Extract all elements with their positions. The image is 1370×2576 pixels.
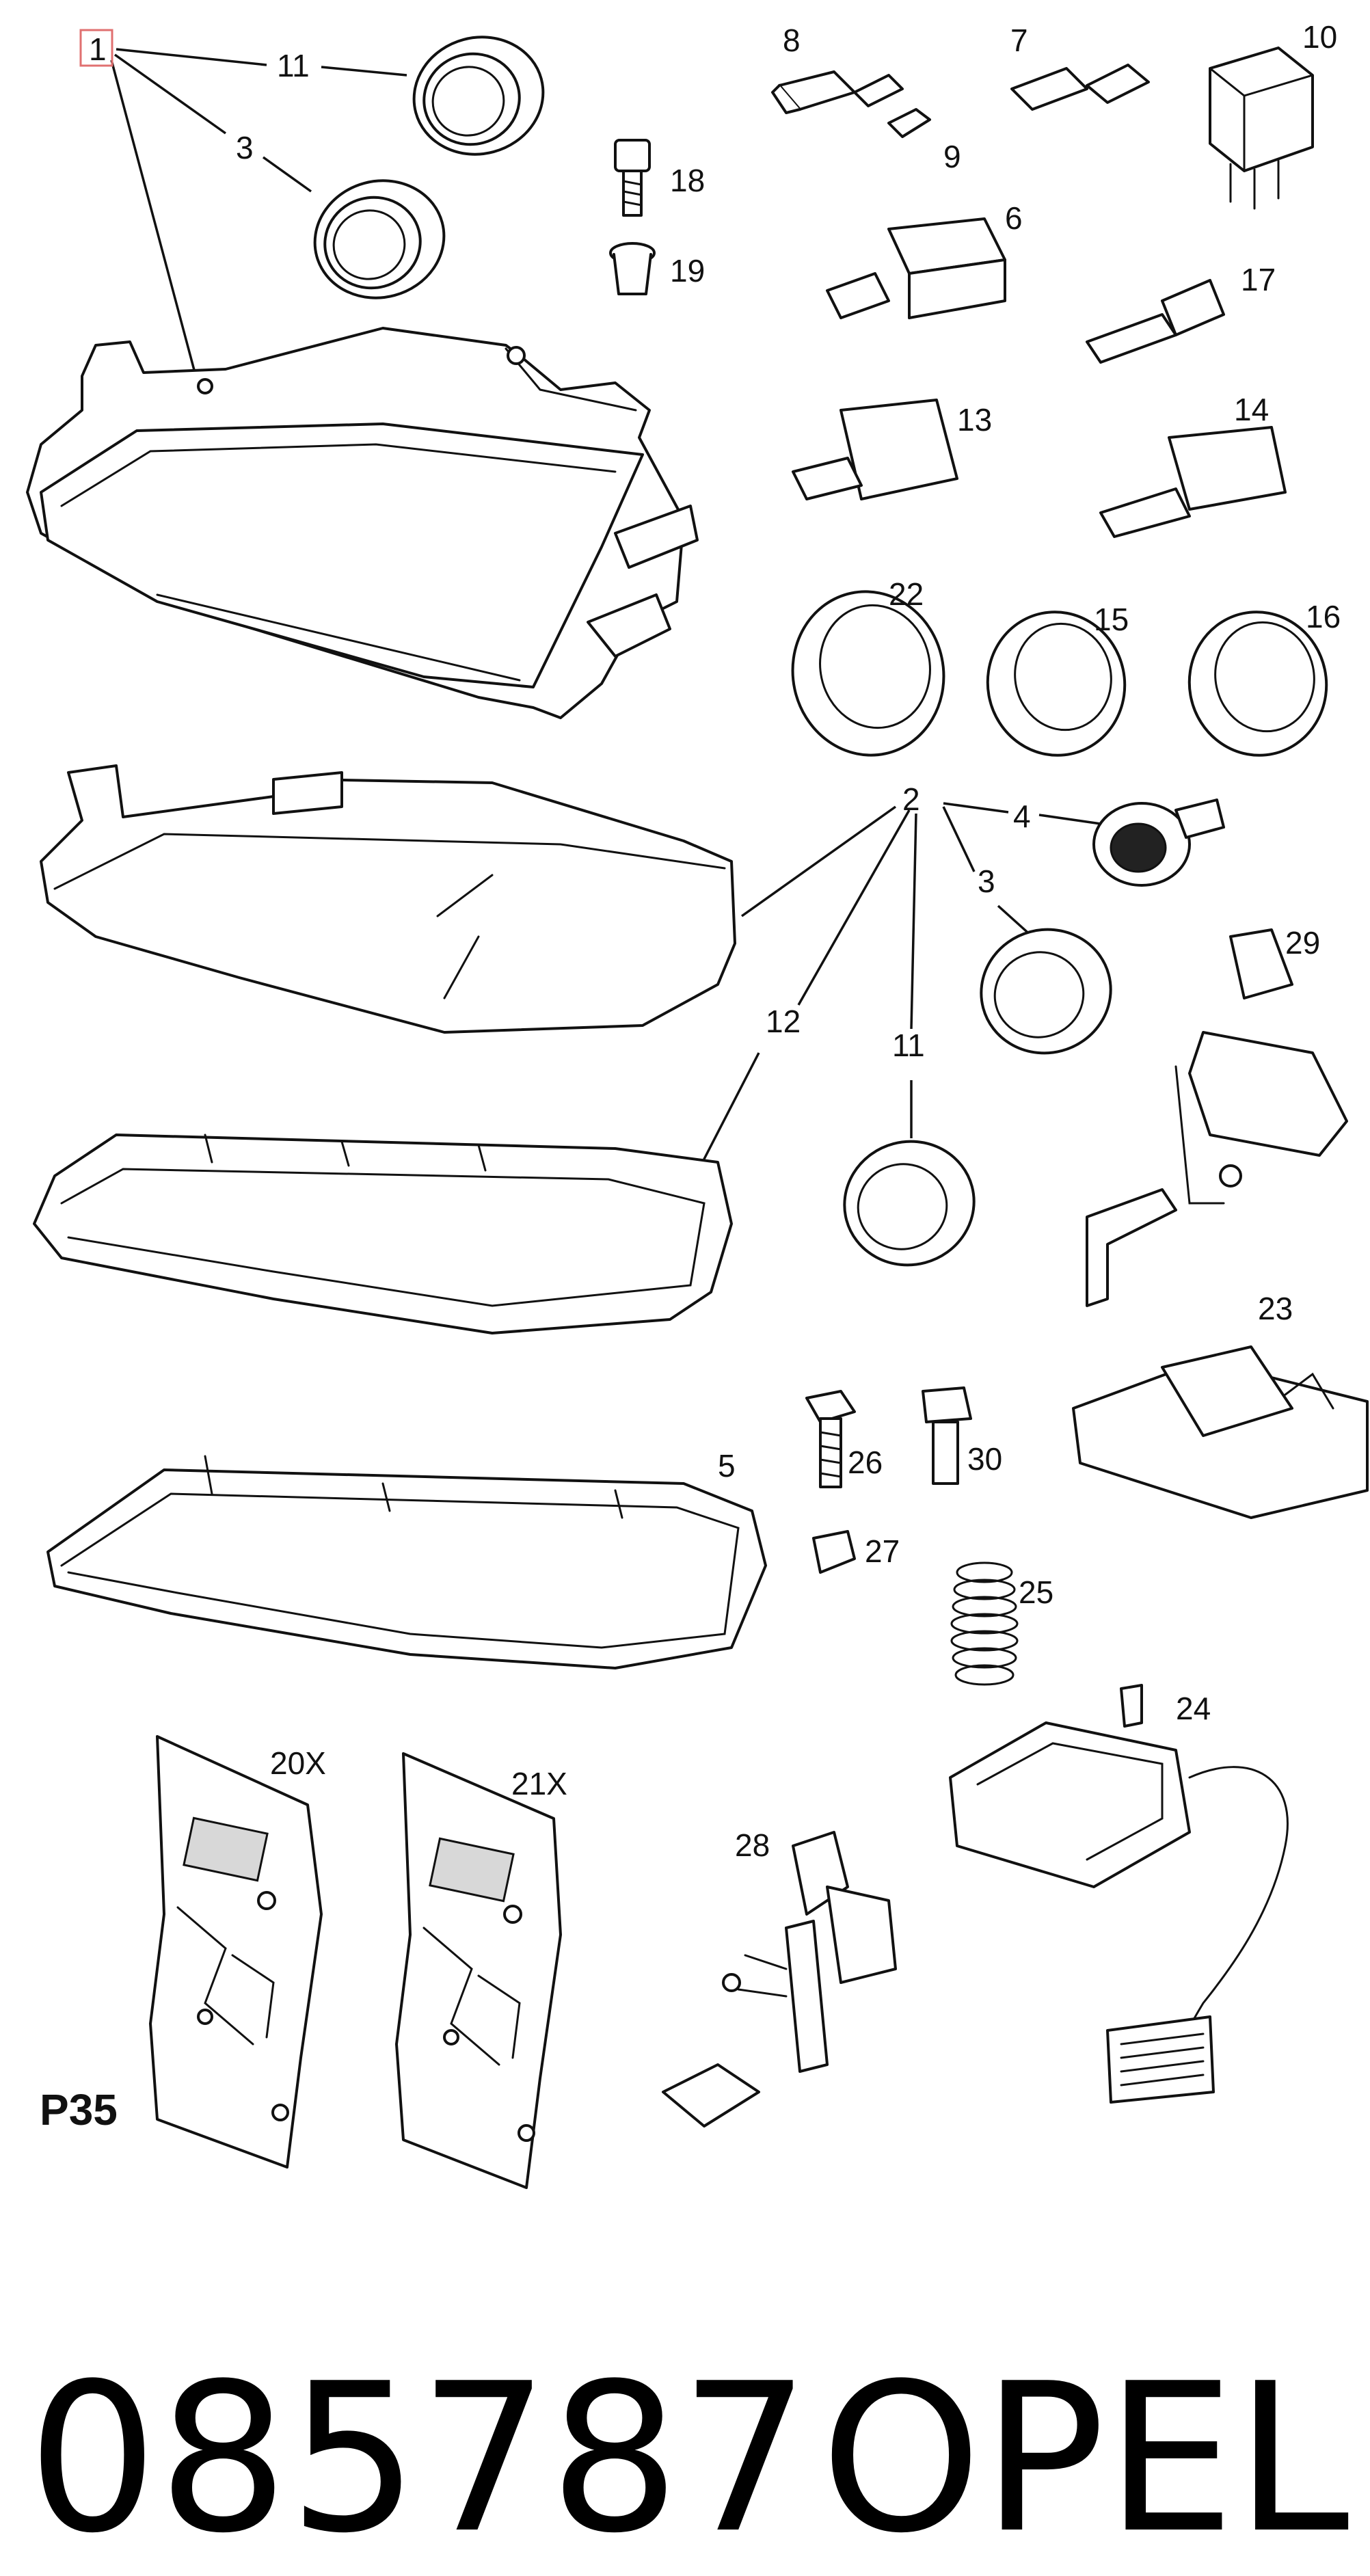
ring-3-top	[313, 179, 446, 299]
callout-19: 19	[670, 253, 705, 289]
callout-2: 2	[902, 781, 920, 817]
callout-16: 16	[1306, 599, 1341, 634]
callout-11-middle: 11	[892, 1028, 925, 1063]
callout-24: 24	[1176, 1691, 1211, 1726]
bulb-8	[771, 70, 904, 114]
callout-3-middle: 3	[978, 863, 995, 899]
headlamp-seal-12	[33, 1133, 733, 1334]
repair-kit-20x	[149, 1735, 323, 2169]
leader-lines	[110, 48, 1101, 1166]
callout-29: 29	[1285, 925, 1320, 961]
callout-18: 18	[670, 163, 705, 198]
callout-22: 22	[889, 576, 924, 612]
callout-9: 9	[943, 139, 961, 174]
callout-6: 6	[1005, 200, 1023, 236]
callout-4: 4	[1013, 799, 1031, 834]
screw-18	[614, 139, 651, 217]
cap-22	[791, 590, 945, 757]
level-sensor-29	[1086, 928, 1348, 1307]
bulb-7	[1010, 64, 1150, 111]
callout-26: 26	[848, 1445, 883, 1480]
spring-25	[950, 1561, 1019, 1686]
callout-30: 30	[967, 1441, 1002, 1477]
headlamp-assembly	[26, 327, 699, 719]
ring-11-top	[412, 36, 545, 156]
bulb-9	[887, 108, 931, 138]
callout-13: 13	[957, 402, 992, 438]
callout-25: 25	[1019, 1574, 1053, 1610]
callout-17: 17	[1241, 262, 1276, 297]
callout-15: 15	[1094, 602, 1129, 637]
nut-19	[609, 242, 656, 295]
control-module-23	[1072, 1345, 1369, 1519]
motor-14	[1099, 426, 1287, 538]
motor-6	[826, 217, 1006, 319]
repair-kit-21x	[395, 1752, 562, 2189]
callout-7: 7	[1010, 23, 1028, 58]
cap-15	[986, 611, 1127, 757]
headlamp-housing	[40, 764, 736, 1034]
callout-3-top: 3	[236, 130, 254, 165]
clip-27	[812, 1530, 856, 1574]
socket-4	[1092, 799, 1225, 887]
ring-11-middle	[843, 1140, 976, 1267]
page-code: P35	[40, 2085, 118, 2134]
relay-10	[1209, 46, 1314, 210]
callout-27: 27	[865, 1533, 900, 1569]
ring-3-middle	[980, 928, 1112, 1055]
callout-28: 28	[735, 1827, 770, 1863]
screw-26	[805, 1390, 856, 1488]
callout-1: 1	[89, 31, 107, 67]
cap-16	[1187, 611, 1328, 757]
lens-5	[46, 1455, 767, 1669]
callout-21x: 21X	[511, 1766, 567, 1801]
callout-20x: 20X	[270, 1745, 326, 1781]
brand-name: OPEL	[820, 2339, 1350, 2576]
callout-14: 14	[1234, 392, 1269, 427]
callout-23: 23	[1258, 1291, 1293, 1326]
part-number: 085787	[27, 2339, 810, 2576]
linkage-28	[662, 1831, 897, 2128]
callout-10: 10	[1302, 19, 1337, 55]
bulb-17	[1086, 279, 1225, 364]
callout-5: 5	[718, 1448, 736, 1484]
callout-8: 8	[783, 23, 801, 58]
bolt-30	[922, 1386, 972, 1485]
callout-1-highlight[interactable]	[79, 29, 113, 67]
motor-13	[792, 399, 958, 500]
callout-11-top: 11	[277, 48, 310, 83]
callout-12: 12	[766, 1004, 801, 1039]
bracket-24	[949, 1684, 1289, 2104]
